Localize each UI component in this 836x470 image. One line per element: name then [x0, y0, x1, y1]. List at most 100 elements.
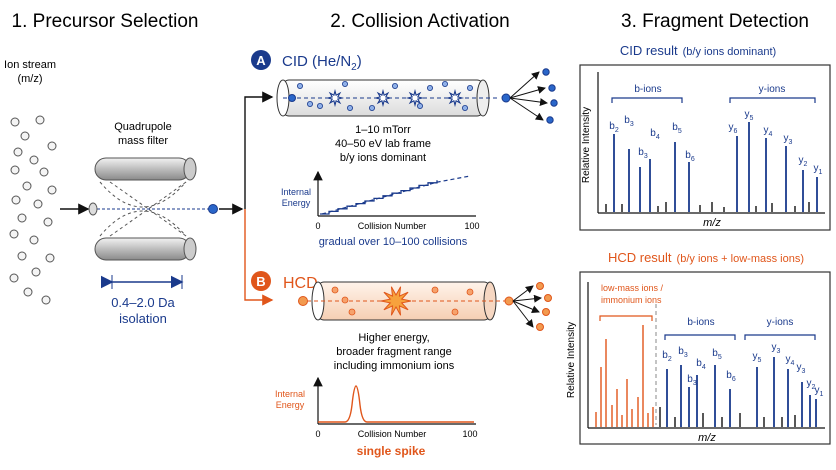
cid-plot-x-min: 0: [315, 221, 320, 231]
ion-dot: [33, 199, 43, 209]
peak-label: b5: [672, 122, 682, 135]
ion-dot: [29, 155, 39, 165]
cid-plot-x-max: 100: [464, 221, 479, 231]
quadrupole-label: Quadrupole: [114, 121, 172, 133]
hcd-plot-xlabel: Collision Number: [358, 429, 427, 439]
cid-gas-particle: [316, 103, 323, 110]
cid-gas-particle: [346, 105, 353, 112]
peak-label: y1: [814, 163, 823, 176]
peak-label: b3: [678, 346, 688, 359]
peak-label: b6: [726, 370, 736, 383]
ion-stream-unit: (m/z): [17, 73, 42, 85]
branch-arrow-cid: [244, 91, 274, 209]
quadrupole-mass-filter: [88, 157, 218, 261]
peak-label: b5: [712, 348, 722, 361]
cid-energy-trend: [321, 175, 471, 215]
ion-stream-label: Ion stream: [4, 59, 56, 71]
peak-label: b6: [685, 150, 695, 163]
ion-dot: [9, 273, 19, 283]
hcd-gas-particle: [451, 308, 459, 316]
ion-dot: [31, 267, 41, 277]
cid-spray-arrow: [509, 86, 546, 99]
peak-label: y3: [784, 133, 793, 146]
hcd-fragment-spray: [512, 282, 552, 331]
hcd-gas-particle: [331, 286, 339, 294]
cid-desc-pressure: 1–10 mTorr: [355, 124, 411, 136]
peak-label: y3: [772, 342, 781, 355]
hcd-desc-range: broader fragment range: [336, 346, 452, 358]
cid-plot-ylabel-2: Energy: [282, 198, 311, 208]
peak-label: b4: [650, 128, 660, 141]
peak-label: b3: [638, 147, 648, 160]
ion-dot: [47, 185, 57, 195]
section-title-precursor: 1. Precursor Selection: [12, 11, 199, 32]
cid-gas-particle: [341, 81, 348, 88]
cid-plot-caption: gradual over 10–100 collisions: [319, 236, 468, 248]
cid-spray-arrow: [509, 71, 540, 99]
hcd-plot-ylabel-2: Energy: [276, 400, 305, 410]
cid-collision-burst: [325, 88, 345, 108]
ion-dot: [20, 131, 30, 141]
peak-label: b3: [624, 115, 634, 128]
peak-label: y5: [753, 351, 762, 364]
hcd-title: HCD: [283, 275, 318, 292]
isolation-label: isolation: [119, 311, 167, 326]
ion-dot: [43, 217, 53, 227]
hcd-fragment-ion: [536, 282, 544, 290]
cid-spray-arrow: [509, 97, 544, 121]
cid-desc-energy: 40–50 eV lab frame: [335, 138, 431, 150]
ion-dot: [11, 195, 21, 205]
cid-fragment-ion: [546, 116, 554, 124]
peak-label: y4: [786, 354, 795, 367]
cid-b-ions-bracket: [611, 97, 683, 103]
peak-label: y6: [729, 122, 738, 135]
hcd-desc-energy: Higher energy,: [358, 332, 429, 344]
peak-label: b2: [609, 121, 619, 134]
ion-dot: [23, 287, 33, 297]
cid-desc-ions: b/y ions dominant: [340, 152, 426, 164]
cid-collision-cell: [276, 79, 500, 117]
cid-gas-particle: [466, 85, 473, 92]
ion-dot: [17, 213, 27, 223]
cid-y-ions-label: y-ions: [759, 84, 786, 95]
hcd-y-ions-bracket: [744, 334, 816, 340]
cid-badge-letter: A: [256, 53, 266, 68]
cid-spray-arrow: [509, 97, 548, 107]
cid-fragment-ion: [550, 99, 558, 107]
hcd-y-ions-label: y-ions: [767, 317, 794, 328]
cid-collision-burst: [373, 88, 393, 108]
peak-label: b3: [687, 374, 697, 387]
ion-dot: [10, 117, 20, 127]
hcd-b-ions-bracket: [664, 334, 736, 340]
cid-result-ylabel: Relative Intensity: [581, 107, 592, 183]
peak-label: b2: [662, 350, 672, 363]
ion-dot: [13, 147, 23, 157]
peak-label: b4: [696, 358, 706, 371]
ion-dot: [22, 181, 32, 191]
peak-label: y3: [797, 362, 806, 375]
cid-gas-particle: [391, 83, 398, 90]
hcd-collision-cell: [300, 281, 506, 321]
hcd-spray-arrow: [512, 300, 534, 328]
hcd-spray-arrow: [512, 285, 534, 302]
ion-dot: [10, 165, 20, 175]
cid-result-xlabel: m/z: [703, 217, 721, 229]
hcd-gas-particle: [348, 308, 356, 316]
peak-label: y2: [807, 378, 816, 391]
cid-energy-staircase: [320, 180, 438, 215]
cid-gas-particle: [441, 81, 448, 88]
cid-title: CID (He/N2): [282, 53, 362, 73]
cid-gas-particle: [426, 85, 433, 92]
ion-dot: [45, 253, 55, 263]
cid-gas-particle: [296, 83, 303, 90]
ion-dot: [35, 115, 45, 125]
cid-result-title: CID result(b/y ions dominant): [620, 43, 776, 58]
cid-gas-particle: [416, 103, 423, 110]
hcd-gas-particle: [431, 286, 439, 294]
cid-b-ions-label: b-ions: [634, 84, 661, 95]
hcd-plot-ylabel: Internal: [275, 389, 305, 399]
hcd-badge-letter: B: [256, 274, 265, 289]
hcd-plot-caption: single spike: [357, 444, 426, 458]
cid-y-ions-bracket: [729, 97, 816, 103]
